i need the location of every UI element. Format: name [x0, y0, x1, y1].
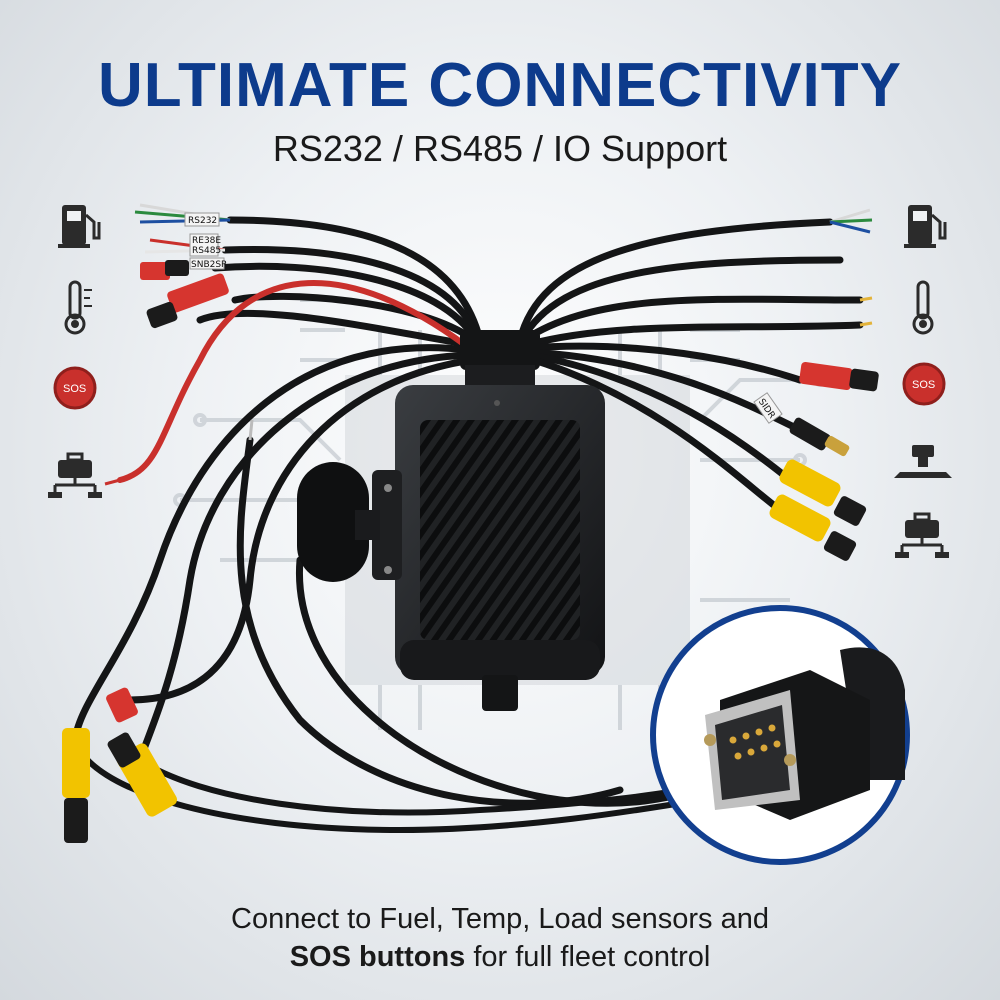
thermometer-icon [64, 280, 92, 335]
headline-subtitle: RS232 / RS485 / IO Support [272, 128, 728, 169]
headline-title: ULTIMATE CONNECTIVITY [98, 51, 902, 120]
fuel-pump-icon [58, 205, 101, 248]
caption-line-2-rest: for full fleet control [465, 941, 711, 973]
sos-icon-label-right: SOS [912, 379, 935, 391]
side-camera [297, 462, 369, 582]
red-connector [140, 262, 170, 280]
fuel-pump-icon [904, 205, 947, 248]
yellow-rca-connector-right-1 [779, 459, 841, 507]
sos-button-icon: SOS [902, 362, 946, 406]
mdvr-device [297, 330, 605, 711]
red-aviation-connector-right [799, 362, 853, 390]
caption-line-1: Connect to Fuel, Temp, Load sensors and [231, 903, 769, 935]
sos-icon-label-left: SOS [63, 383, 86, 395]
yellow-rca-connector-left [62, 728, 90, 798]
left-icon-column: SOS [48, 205, 102, 498]
red-aviation-connector [167, 273, 229, 313]
load-sensor-icon [48, 452, 102, 498]
rs485-cable-label-a: RE38E [192, 236, 221, 246]
right-icon-column: SOS [894, 205, 952, 558]
mount-icon [894, 445, 952, 478]
rs485-cable-label-b: RS485 [192, 246, 221, 256]
feature-caption: Connect to Fuel, Temp, Load sensors and … [0, 900, 1000, 976]
caption-highlight: SOS buttons [289, 941, 466, 973]
cooling-grille [420, 420, 580, 640]
sos-button-icon: SOS [53, 366, 97, 410]
thermometer-icon [912, 280, 934, 335]
yellow-rca-connector-right-2 [769, 494, 831, 542]
cable-harness [71, 216, 864, 834]
db9-connector-closeup [650, 605, 910, 865]
right-connectors: SIDR [753, 208, 879, 561]
caption-line-2: SOS buttons for full fleet control [0, 938, 1000, 976]
left-connectors: RS232 RE38E RS485 SNB2SR [62, 203, 254, 843]
rs232-cable-label: RS232 [188, 216, 217, 226]
load-sensor-icon [895, 512, 949, 558]
rs485-cable-label-c: SNB2SR [191, 260, 227, 270]
